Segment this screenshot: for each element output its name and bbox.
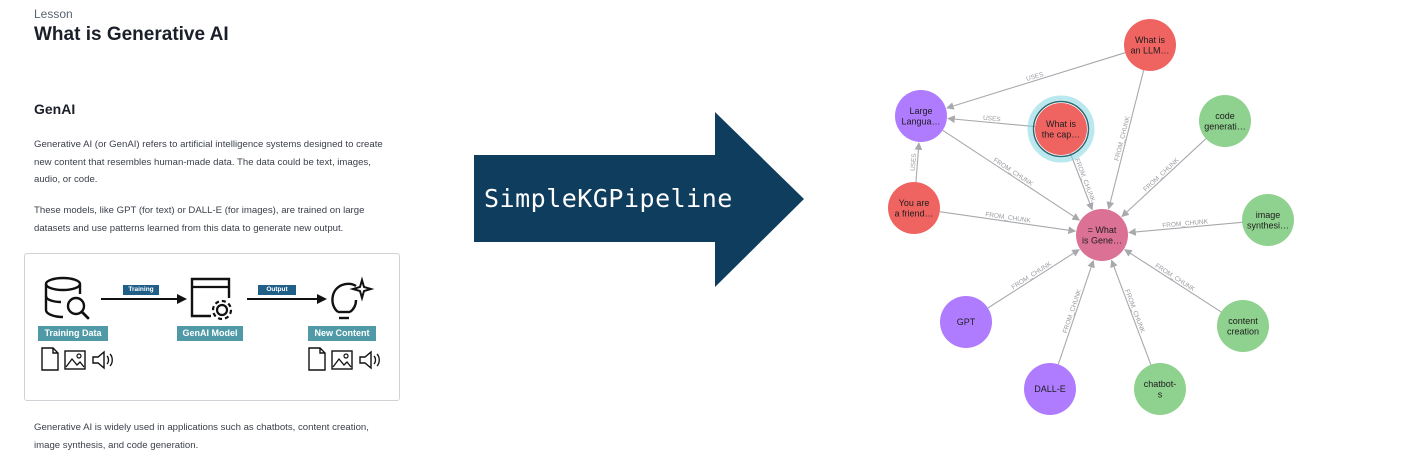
pipeline-arrow [474, 112, 804, 287]
graph-node-label: GPT [957, 317, 976, 327]
graph-edge-content-center[interactable] [1124, 249, 1222, 313]
database-search-icon [44, 276, 90, 320]
document-icon [41, 347, 59, 371]
graph-node-label: s [1158, 389, 1163, 399]
graph-edge-image-center[interactable] [1128, 221, 1243, 236]
graph-edge-cap-center[interactable] [1069, 153, 1094, 211]
speaker-icon [359, 350, 380, 370]
edge-label: FROM_CHUNK [1162, 218, 1209, 229]
lesson-kicker: Lesson [34, 7, 73, 21]
edge-label: USES [983, 115, 1002, 124]
edge-label: FROM_CHUNK [1123, 289, 1146, 335]
graph-node-label: an LLM… [1130, 45, 1169, 55]
edge-label: USES [910, 152, 918, 171]
graph-node-chatbots[interactable]: chatbot-s [1134, 363, 1186, 415]
speaker-icon [92, 350, 113, 370]
edge-label: FROM_CHUNK [985, 211, 1032, 225]
graph-node-image[interactable]: imagesynthesi… [1242, 194, 1294, 246]
output-arrow-label: Output [258, 285, 296, 295]
page-title: What is Generative AI [34, 24, 229, 45]
edge-label: USES [1025, 71, 1045, 83]
edge-label: FROM_CHUNK [1142, 156, 1181, 193]
lightbulb-sparkle-icon [331, 276, 374, 320]
graph-edge-friend-llm[interactable] [914, 142, 923, 183]
graph-node-label: code [1215, 111, 1235, 121]
lesson-paragraph-2: These models, like GPT (for text) or DAL… [34, 205, 365, 234]
graph-node-label: Large [909, 106, 932, 116]
graph-node-gpt[interactable]: GPT [940, 296, 992, 348]
knowledge-graph[interactable]: USES USES USES FROM_CHUNK FROM_CHUNK FROM_CHU… [850, 0, 1423, 456]
edge-label: FROM_CHUNK [1154, 262, 1197, 293]
graph-node-label: What is [1046, 119, 1077, 129]
graph-node-label: DALL-E [1034, 384, 1066, 394]
lesson-panel: Lesson What is Generative AI GenAI Gener… [0, 0, 420, 456]
graph-node-label: Langua… [901, 116, 940, 126]
graph-node-label: What is [1135, 35, 1166, 45]
graph-node-label: synthesi… [1247, 220, 1289, 230]
graph-node-label: You are [899, 198, 930, 208]
graph-node-label: creation [1227, 326, 1259, 336]
graph-edge-llm_q-center[interactable] [1106, 70, 1145, 210]
graph-node-label: a friend… [894, 208, 933, 218]
image-icon [64, 350, 86, 370]
genai-flow-diagram: Training Data Training GenAI Model Outpu… [24, 253, 400, 401]
graph-edge-cap-llm[interactable] [947, 115, 1036, 128]
graph-node-llm[interactable]: LargeLangua… [895, 90, 947, 142]
section-heading: GenAI [34, 101, 76, 117]
graph-edge-code-center[interactable] [1121, 138, 1207, 218]
genai-model-label: GenAI Model [177, 326, 243, 341]
graph-node-label: chatbot- [1144, 379, 1177, 389]
edge-label: FROM_CHUNK [1073, 158, 1096, 204]
graph-node-label: content [1228, 316, 1258, 326]
graph-edge-llm_q-llm[interactable] [946, 52, 1126, 110]
graph-node-label: is Gene… [1082, 235, 1122, 245]
lesson-paragraph-1: Generative AI (or GenAI) refers to artif… [34, 139, 383, 185]
training-arrow-label: Training [123, 285, 159, 295]
graph-node-label: the cap… [1042, 129, 1081, 139]
lesson-paragraph-3: Generative AI is widely used in applicat… [34, 422, 369, 451]
graph-node-label: = What [1088, 225, 1117, 235]
graph-edge-gpt-center[interactable] [987, 249, 1080, 309]
graph-edge-chatbots-center[interactable] [1110, 259, 1152, 365]
pipeline-label: SimpleKGPipeline [484, 184, 733, 213]
edge-label: FROM_CHUNK [1062, 288, 1084, 334]
training-data-label: Training Data [38, 326, 108, 341]
graph-edge-friend-center[interactable] [939, 211, 1077, 234]
gear-window-icon [190, 277, 233, 321]
image-icon [331, 350, 353, 370]
document-icon [308, 347, 326, 371]
graph-node-dalle[interactable]: DALL-E [1024, 363, 1076, 415]
edge-label: FROM_CHUNK [992, 157, 1035, 188]
graph-node-code[interactable]: codegenerati… [1199, 95, 1251, 147]
new-content-label: New Content [308, 326, 376, 341]
graph-node-label: generati… [1204, 121, 1246, 131]
training-arrow [101, 294, 187, 304]
graph-node-label: image [1256, 210, 1281, 220]
graph-edge-dalle-center[interactable] [1057, 259, 1095, 365]
graph-edge-llm-center[interactable] [942, 129, 1081, 221]
output-arrow [247, 294, 327, 304]
edge-label: FROM_CHUNK [1010, 260, 1053, 291]
